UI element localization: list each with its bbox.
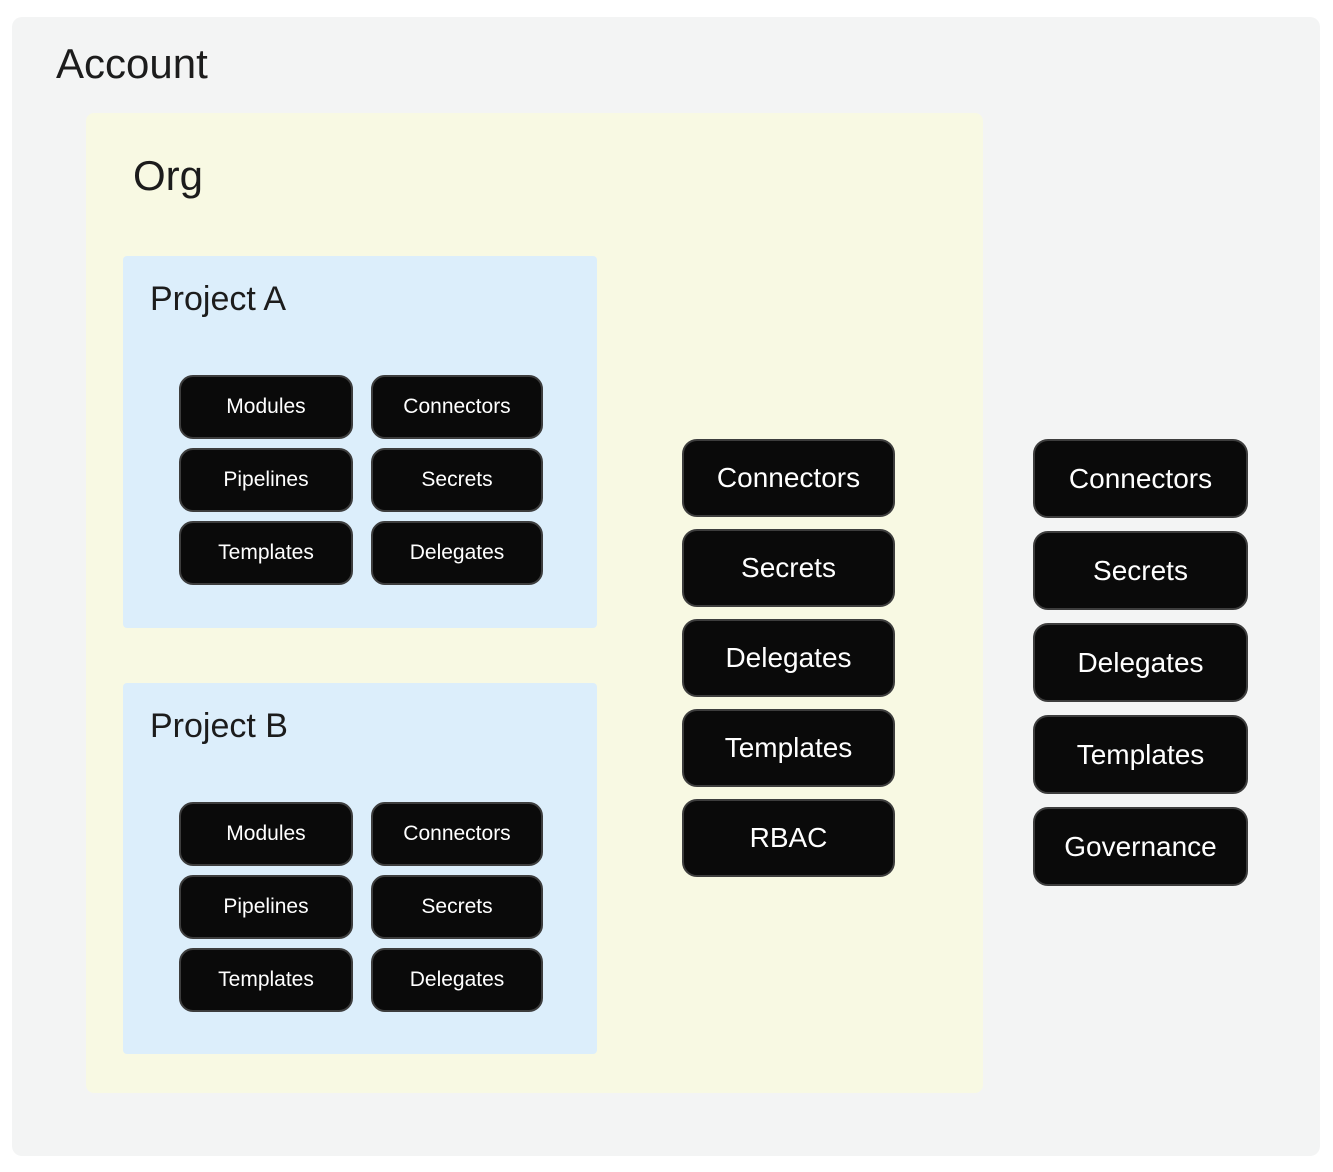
account-title: Account <box>56 40 208 87</box>
org-pill-rbac: RBAC <box>682 799 895 877</box>
org-title: Org <box>133 152 204 199</box>
project-b-pill-templates: Templates <box>179 948 353 1012</box>
project-a-pill-secrets: Secrets <box>371 448 543 512</box>
project-a-pill-modules: Modules <box>179 375 353 439</box>
project-b-pill-modules: Modules <box>179 802 353 866</box>
account-pill-delegates: Delegates <box>1033 623 1248 702</box>
project-b-title: Project B <box>150 707 288 745</box>
org-resource-list: Connectors Secrets Delegates Templates R… <box>682 439 895 877</box>
project-a-panel: Project A Modules Connectors Pipelines S… <box>123 256 597 628</box>
project-a-pill-connectors: Connectors <box>371 375 543 439</box>
org-pill-templates: Templates <box>682 709 895 787</box>
project-a-resource-grid: Modules Connectors Pipelines Secrets Tem… <box>179 375 543 585</box>
project-b-pill-delegates: Delegates <box>371 948 543 1012</box>
account-scope-panel: Account Org Project A Modules Connectors… <box>12 17 1320 1156</box>
project-b-panel: Project B Modules Connectors Pipelines S… <box>123 683 597 1054</box>
project-b-pill-pipelines: Pipelines <box>179 875 353 939</box>
account-pill-connectors: Connectors <box>1033 439 1248 518</box>
org-scope-panel: Org Project A Modules Connectors Pipelin… <box>86 113 983 1093</box>
account-pill-secrets: Secrets <box>1033 531 1248 610</box>
project-a-title: Project A <box>150 280 287 318</box>
project-b-pill-connectors: Connectors <box>371 802 543 866</box>
project-a-pill-delegates: Delegates <box>371 521 543 585</box>
project-b-pill-secrets: Secrets <box>371 875 543 939</box>
org-pill-secrets: Secrets <box>682 529 895 607</box>
org-pill-connectors: Connectors <box>682 439 895 517</box>
account-pill-governance: Governance <box>1033 807 1248 886</box>
account-resource-list: Connectors Secrets Delegates Templates G… <box>1033 439 1248 886</box>
project-b-resource-grid: Modules Connectors Pipelines Secrets Tem… <box>179 802 543 1012</box>
org-pill-delegates: Delegates <box>682 619 895 697</box>
account-pill-templates: Templates <box>1033 715 1248 794</box>
project-a-pill-pipelines: Pipelines <box>179 448 353 512</box>
project-a-pill-templates: Templates <box>179 521 353 585</box>
